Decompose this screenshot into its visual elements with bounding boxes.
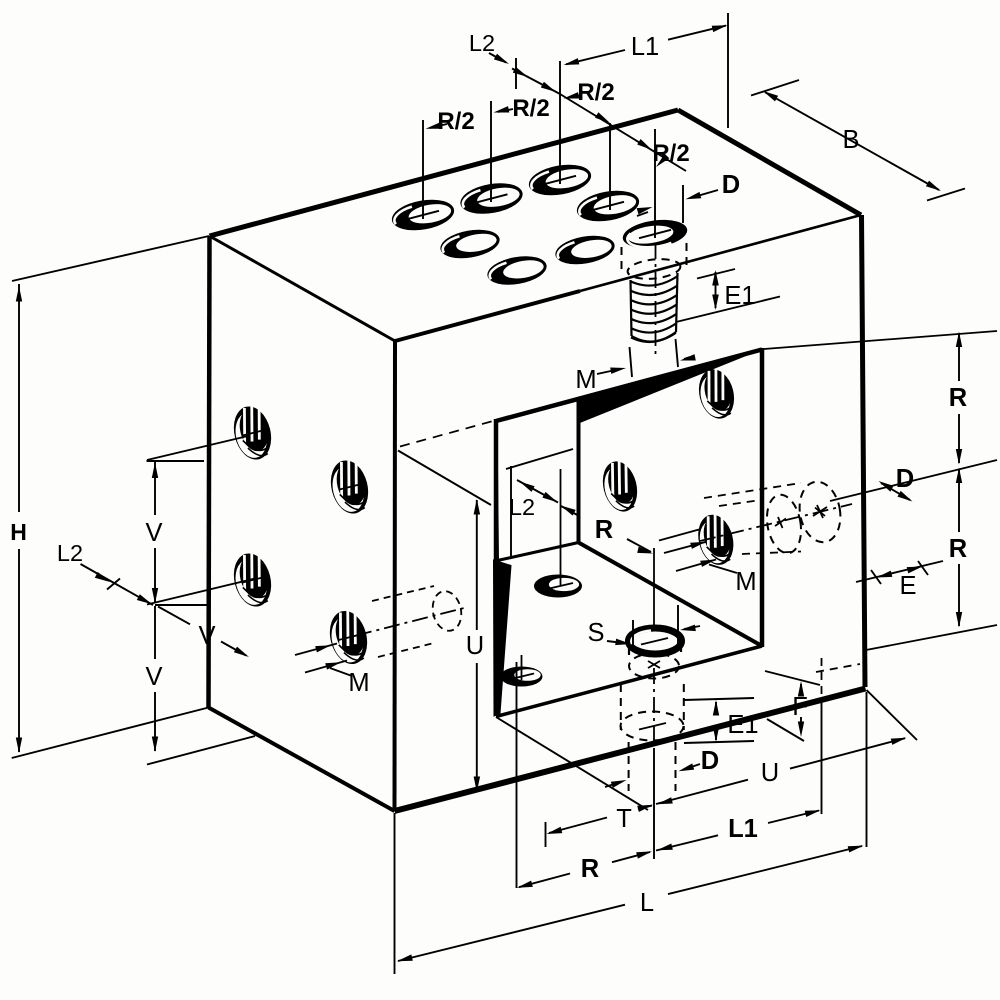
svg-text:R/2: R/2 — [512, 95, 549, 122]
svg-text:L2: L2 — [57, 540, 83, 566]
svg-text:D: D — [722, 171, 740, 199]
svg-text:L1: L1 — [631, 33, 659, 61]
svg-text:H: H — [10, 519, 27, 545]
svg-text:L: L — [640, 889, 654, 917]
svg-text:R: R — [949, 535, 967, 563]
svg-text:V: V — [198, 622, 215, 650]
svg-text:M: M — [735, 568, 756, 596]
svg-text:S: S — [587, 619, 604, 647]
svg-text:L2: L2 — [509, 494, 535, 520]
svg-text:T: T — [616, 805, 632, 833]
svg-text:E: E — [899, 572, 916, 600]
svg-text:V: V — [145, 519, 162, 547]
svg-text:M: M — [575, 366, 596, 394]
svg-text:V: V — [145, 663, 162, 691]
svg-text:D: D — [896, 465, 914, 493]
svg-text:E1: E1 — [727, 711, 758, 739]
svg-text:U: U — [466, 632, 484, 660]
svg-text:R: R — [595, 516, 613, 544]
svg-text:R/2: R/2 — [652, 140, 689, 167]
svg-text:L1: L1 — [728, 815, 758, 843]
svg-text:L2: L2 — [469, 30, 495, 56]
svg-text:U: U — [761, 759, 779, 787]
svg-text:R/2: R/2 — [577, 79, 614, 106]
svg-text:F: F — [792, 693, 808, 721]
svg-text:R: R — [581, 855, 599, 883]
svg-text:R: R — [949, 384, 967, 412]
svg-text:R/2: R/2 — [437, 108, 474, 135]
svg-text:D: D — [701, 747, 719, 775]
svg-text:M: M — [348, 669, 369, 697]
